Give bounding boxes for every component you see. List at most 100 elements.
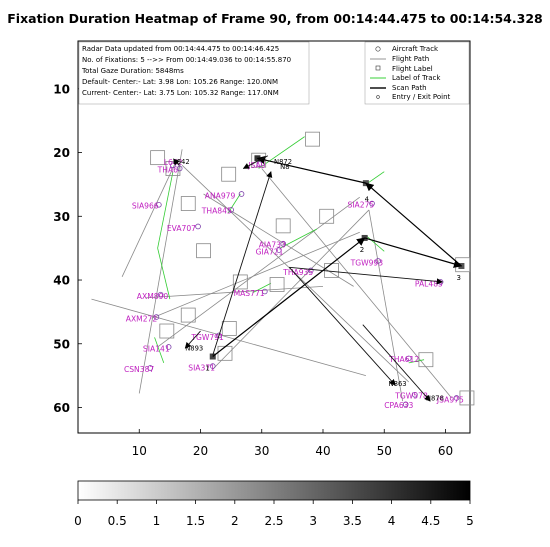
flight-label-box (319, 208, 335, 224)
aircraft-label: PAL485 (415, 279, 443, 288)
x-tick-label: 20 (193, 444, 208, 458)
aircraft-label: JSA9 (247, 161, 265, 170)
y-tick-label: 30 (53, 210, 70, 224)
info-line-default-center: Default- Center:- Lat: 3.98 Lon: 105.26 … (82, 78, 278, 86)
aircraft-marker (156, 202, 162, 208)
aircraft-label: AIA733 (259, 240, 286, 249)
colorbar-tick-label: 5 (466, 514, 474, 528)
fixation-number: 1 (205, 364, 209, 372)
flight-path-line (151, 231, 360, 319)
flight-path-line (121, 158, 178, 278)
legend-flight-path: Flight Path (392, 55, 429, 63)
flight-label-box (275, 218, 291, 234)
track-label-line (258, 136, 305, 169)
scan-arrow (362, 324, 431, 402)
flight-label-box (232, 274, 248, 290)
legend-aircraft-track-marker (375, 46, 381, 52)
aircraft-marker (280, 240, 286, 247)
aircraft-label: TGW993 (350, 258, 384, 267)
track-label-line (154, 337, 165, 364)
aircraft-marker (238, 191, 245, 197)
y-tick-label: 40 (53, 274, 70, 288)
aircraft-marker (402, 401, 409, 408)
x-tick-label: 40 (315, 444, 330, 458)
legend-scan-path: Scan Path (392, 84, 427, 92)
fixation-number: 2 (360, 246, 364, 254)
aircraft-label: AXM272 (126, 314, 158, 323)
aircraft-label: EVA707 (167, 224, 196, 233)
aircraft-label: TGW578 (394, 392, 428, 401)
y-tick-label: 50 (53, 337, 70, 351)
flight-path-line (261, 168, 452, 399)
aircraft-marker (369, 200, 375, 207)
scan-arrow (288, 266, 396, 386)
scan-arrow (212, 171, 273, 356)
aircraft-label: CSN387 (124, 365, 154, 374)
flight-label-box (269, 277, 285, 292)
aircraft-marker (209, 363, 216, 369)
y-tick-label: 20 (53, 146, 70, 160)
aircraft-label: SIA966 (132, 202, 159, 211)
scan-label: N8 (280, 163, 289, 171)
flight-label-box (165, 161, 181, 176)
legend: Aircraft Track Flight Path Flight Label … (364, 41, 470, 105)
aircraft-marker (216, 332, 222, 339)
chart-title: Fixation Duration Heatmap of Frame 90, f… (7, 11, 542, 26)
flight-path-line (91, 298, 366, 377)
aircraft-label: THA612 (388, 355, 419, 364)
aircraft-label: THA845 (201, 207, 232, 216)
aircraft-label: TGW791 (190, 333, 224, 342)
track-label-line (227, 193, 241, 214)
colorbar-tick-label: 2.5 (264, 514, 283, 528)
aircraft-marker (170, 162, 176, 169)
scan-label: N893 (185, 345, 203, 353)
aircraft-marker (307, 267, 314, 274)
aircraft-label: SIA371 (188, 363, 215, 372)
legend-flight-label: Flight Label (392, 65, 433, 73)
info-line-gaze-duration: Total Gaze Duration: 5848ms (81, 67, 184, 75)
scan-label: N878 (426, 394, 444, 402)
track-label-line (157, 248, 171, 300)
legend-entry-exit-marker (376, 95, 380, 99)
flight-label-box (150, 150, 166, 166)
colorbar-tick-label: 0 (74, 514, 82, 528)
aircraft-marker (262, 288, 268, 295)
scan-path-segment (212, 237, 366, 357)
aircraft-marker (157, 291, 164, 298)
legend-aircraft-track: Aircraft Track (392, 45, 439, 53)
aircraft-label: JSA975 (436, 395, 464, 404)
aircraft-label: MAS771 (234, 289, 265, 298)
aircraft-marker (453, 395, 460, 401)
aircraft-label: THA6 (157, 165, 179, 174)
flight-label-box (418, 352, 434, 368)
aircraft-marker (412, 391, 418, 398)
aircraft-marker (176, 165, 183, 172)
info-line-fixations: No. of Fixations: 5 -->> From 00:14:49.0… (82, 56, 291, 64)
y-tick-label: 60 (53, 401, 70, 415)
aircraft-marker (228, 207, 234, 213)
flight-label-box (305, 131, 320, 147)
aircraft-label: SIA275 (348, 200, 375, 209)
info-box: Radar Data updated from 00:14:44.475 to … (78, 41, 310, 105)
colorbar-tick-label: 4.5 (421, 514, 440, 528)
x-tick-label: 30 (254, 444, 269, 458)
flight-label-box (180, 196, 196, 211)
flight-path-line (145, 285, 324, 299)
flight-label-box (180, 307, 196, 323)
track-label-line (279, 228, 318, 249)
x-tick-label: 50 (377, 444, 392, 458)
legend-entry-exit: Entry / Exit Point (392, 93, 451, 101)
aircraft-label: GIA721 (256, 247, 284, 256)
colorbar-tick-label: 3.5 (343, 514, 362, 528)
aircraft-marker (405, 355, 412, 362)
scan-arrow (173, 158, 180, 166)
aircraft-label: AXM890 (137, 292, 169, 301)
fixation-number: 4 (365, 196, 370, 204)
scan-path-segment (256, 155, 367, 184)
scan-path-segment (364, 237, 463, 268)
aircraft-marker (147, 365, 154, 371)
flight-path-line (138, 149, 183, 394)
colorbar-tick-label: 3 (309, 514, 317, 528)
